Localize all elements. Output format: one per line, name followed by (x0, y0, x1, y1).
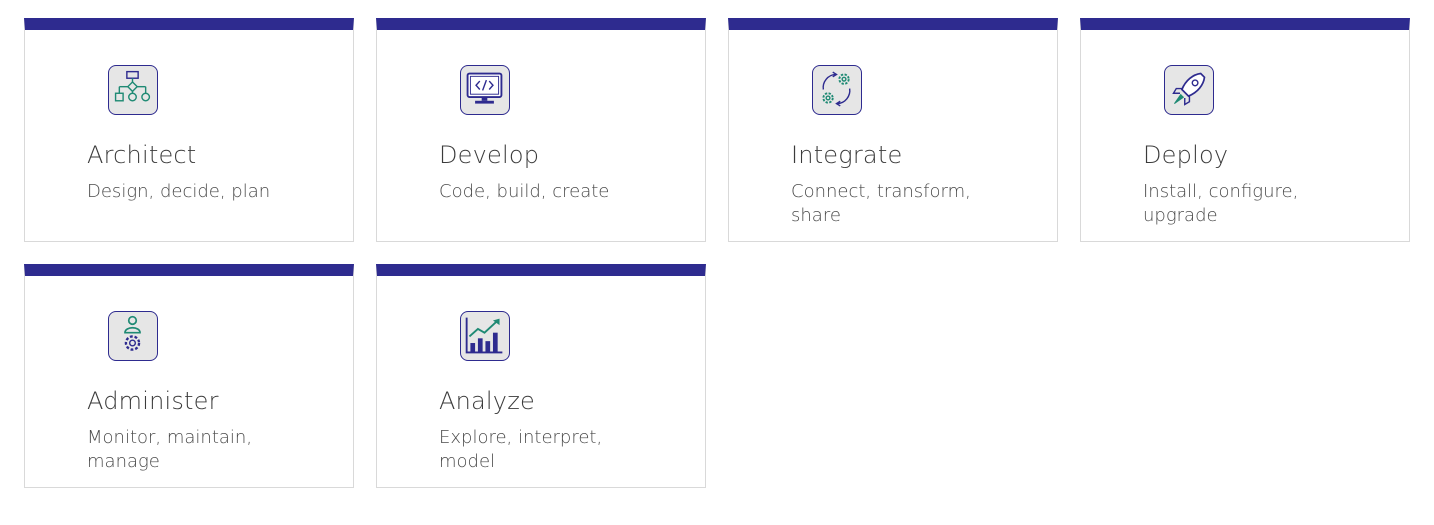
card-develop[interactable]: Develop Code, build, create (376, 18, 706, 242)
card-title: Analyze (439, 387, 535, 415)
chart-growth-icon (460, 311, 510, 361)
card-title: Deploy (1143, 141, 1229, 169)
card-title: Architect (87, 141, 197, 169)
card-description: Design, decide, plan (87, 181, 271, 202)
code-monitor-icon (460, 65, 510, 115)
card-deploy[interactable]: Deploy Install, configure, upgrade (1080, 18, 1410, 242)
admin-gear-icon (108, 311, 158, 361)
flowchart-icon (108, 65, 158, 115)
card-description: Install, configure, upgrade (1143, 181, 1299, 226)
card-integrate[interactable]: Integrate Connect, transform, share (728, 18, 1058, 242)
card-title: Integrate (791, 141, 903, 169)
card-administer[interactable]: Administer Monitor, maintain, manage (24, 264, 354, 488)
card-title: Develop (439, 141, 540, 169)
rocket-icon (1164, 65, 1214, 115)
card-description: Monitor, maintain, manage (87, 427, 253, 472)
card-analyze[interactable]: Analyze Explore, interpret, model (376, 264, 706, 488)
card-description: Connect, transform, share (791, 181, 971, 226)
card-description: Explore, interpret, model (439, 427, 603, 472)
card-description: Code, build, create (439, 181, 610, 202)
gears-sync-icon (812, 65, 862, 115)
card-architect[interactable]: Architect Design, decide, plan (24, 18, 354, 242)
card-title: Administer (87, 387, 219, 415)
